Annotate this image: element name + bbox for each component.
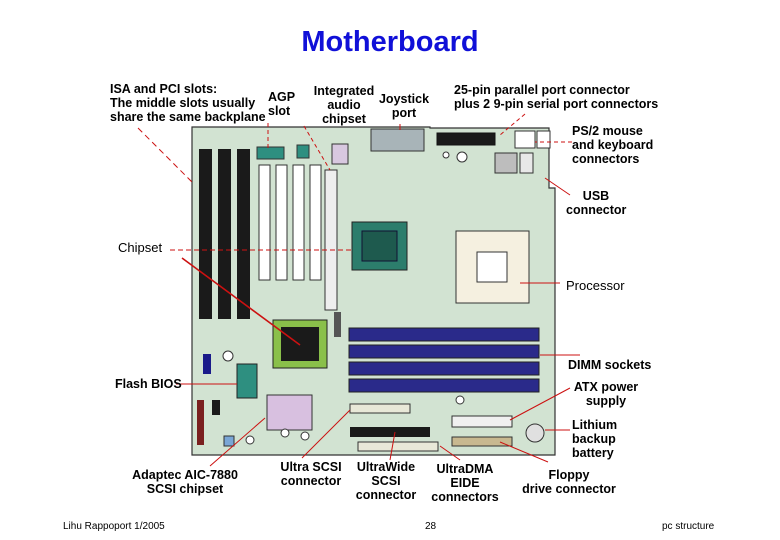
dimm-socket-4 bbox=[348, 378, 540, 393]
dimm-socket-3 bbox=[348, 361, 540, 376]
north-bridge-core bbox=[361, 230, 398, 262]
adaptec-chip bbox=[266, 394, 313, 431]
dimm-label: DIMM sockets bbox=[568, 358, 652, 372]
agp-label: AGP slot bbox=[268, 90, 296, 118]
bios-small-chip bbox=[203, 354, 211, 374]
parallel-port bbox=[436, 132, 496, 146]
joystick-label: Joystick port bbox=[378, 92, 430, 120]
agp-slot bbox=[324, 169, 338, 311]
ultrawide-label: UltraWide SCSI connector bbox=[355, 460, 417, 502]
leader-lines bbox=[137, 113, 580, 467]
page-title: Motherboard bbox=[301, 26, 479, 58]
capacitor-3 bbox=[280, 428, 290, 438]
usb-port-block-2 bbox=[519, 152, 534, 174]
footer-topic: pc structure bbox=[662, 521, 715, 532]
isa-slot-3 bbox=[237, 149, 250, 319]
parallel-label: 25-pin parallel port connector plus 2 9-… bbox=[454, 83, 659, 111]
dimm-socket-2 bbox=[348, 344, 540, 359]
capacitor-5 bbox=[455, 395, 465, 405]
processor-label: Processor bbox=[566, 278, 625, 293]
pci-slot-3 bbox=[292, 164, 305, 281]
ultra-scsi-connector bbox=[349, 403, 411, 414]
capacitor-4 bbox=[300, 431, 310, 441]
ultra-scsi-label: Ultra SCSI connector bbox=[280, 460, 342, 488]
flash-bios-chip bbox=[236, 363, 258, 399]
processor-core bbox=[476, 251, 508, 283]
jumper-2 bbox=[212, 400, 220, 415]
ps2-connector bbox=[514, 130, 536, 149]
joystick-port bbox=[370, 128, 425, 152]
serial-port-2 bbox=[442, 151, 450, 159]
isa-slot-1 bbox=[199, 149, 212, 319]
pci-slot-1 bbox=[258, 164, 271, 281]
usb-label: USB connector bbox=[566, 189, 627, 217]
serial-port bbox=[456, 151, 468, 163]
isa-pci-label: ISA and PCI slots: The middle slots usua… bbox=[110, 82, 266, 124]
ultra-wide-scsi-connector bbox=[350, 427, 430, 437]
lithium-battery bbox=[525, 423, 545, 443]
audio-chip bbox=[331, 143, 349, 165]
agp-chip-2 bbox=[296, 144, 310, 159]
floppy-connector bbox=[451, 436, 513, 447]
small-part bbox=[223, 435, 235, 447]
agp-chip bbox=[256, 146, 285, 160]
ultradma-label: UltraDMA EIDE connectors bbox=[431, 462, 499, 504]
south-bridge-core bbox=[281, 327, 319, 361]
ps2-connector-2 bbox=[536, 130, 551, 149]
ps2-label: PS/2 mouse and keyboard connectors bbox=[572, 124, 654, 166]
pci-slot-4 bbox=[309, 164, 322, 281]
pci-slot-2 bbox=[275, 164, 288, 281]
footer-page-number: 28 bbox=[425, 521, 437, 532]
atx-power-connector bbox=[451, 415, 513, 428]
lithium-label: Lithium backup battery bbox=[572, 418, 618, 460]
dimm-socket-1 bbox=[348, 327, 540, 342]
jumper bbox=[197, 400, 204, 445]
atx-label: ATX power supply bbox=[573, 380, 639, 408]
floppy-label: Floppy drive connector bbox=[522, 468, 616, 496]
isa-slot-2 bbox=[218, 149, 231, 319]
usb-port-block bbox=[494, 152, 518, 174]
adaptec-label: Adaptec AIC-7880 SCSI chipset bbox=[132, 468, 238, 496]
capacitor bbox=[222, 350, 234, 362]
footer-author: Lihu Rappoport 1/2005 bbox=[63, 521, 165, 532]
audio-label: Integrated audio chipset bbox=[313, 84, 375, 126]
capacitor-2 bbox=[245, 435, 255, 445]
small-part-2 bbox=[334, 312, 341, 337]
eide-connector bbox=[357, 441, 439, 452]
flash-bios-label: Flash BIOS bbox=[115, 377, 182, 391]
chipset-label: Chipset bbox=[118, 240, 163, 255]
